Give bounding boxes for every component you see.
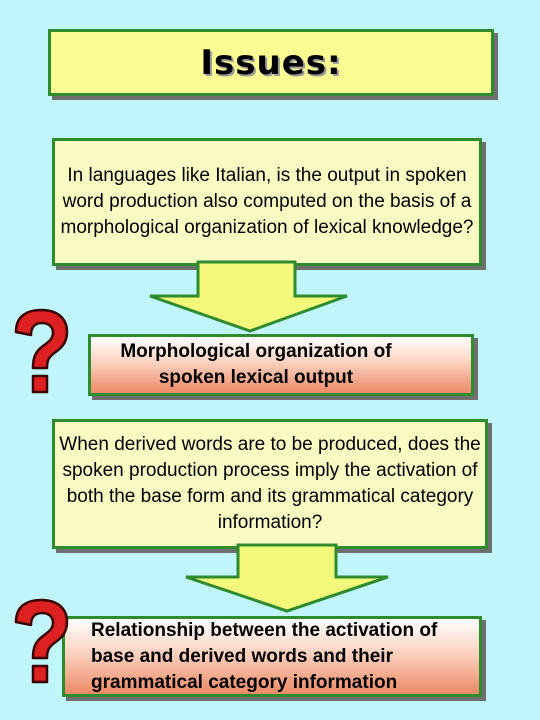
result-1-box: Morphological organization of spoken lex… <box>88 334 474 396</box>
question-mark-icon <box>14 308 69 394</box>
title-text: Issues: <box>200 42 342 83</box>
question-2-box: When derived words are to be produced, d… <box>52 419 488 549</box>
question-1-text: In languages like Italian, is the output… <box>60 165 474 238</box>
down-arrow-2 <box>185 543 389 613</box>
result-1-text: Morphological organization of spoken lex… <box>120 341 392 388</box>
result-2-text: Relationship between the activation of b… <box>91 619 438 693</box>
title-box: Issues: <box>48 29 494 96</box>
question-1-box: In languages like Italian, is the output… <box>52 138 482 266</box>
down-arrow-1 <box>149 260 348 333</box>
question-mark-icon <box>14 598 69 684</box>
question-2-text: When derived words are to be produced, d… <box>59 434 481 533</box>
result-2-box: Relationship between the activation of b… <box>62 616 482 697</box>
